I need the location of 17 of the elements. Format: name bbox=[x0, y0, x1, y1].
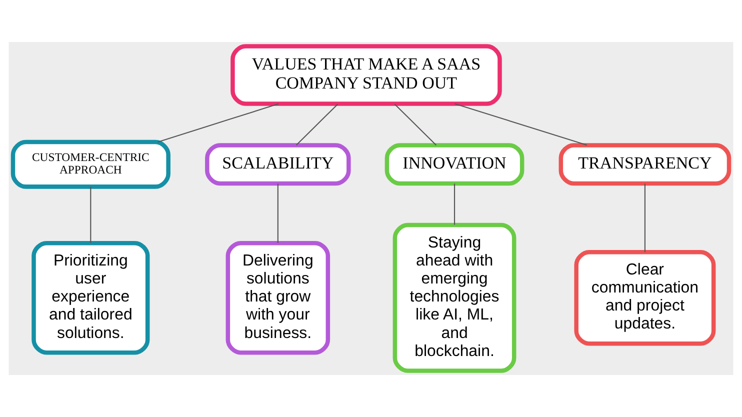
connector bbox=[158, 103, 279, 142]
node-box: SCALABILITY bbox=[205, 143, 351, 186]
connector bbox=[296, 104, 338, 146]
connector bbox=[454, 184, 456, 225]
node-box: VALUES THAT MAKE A SAAS COMPANY STAND OUT bbox=[230, 44, 502, 106]
connector bbox=[277, 184, 278, 243]
node-box: TRANSPARENCY bbox=[558, 143, 732, 186]
node-box: CUSTOMER-CENTRIC APPROACH bbox=[10, 140, 170, 189]
connector bbox=[644, 184, 646, 252]
node-box: INNOVATION bbox=[384, 143, 524, 186]
connector bbox=[454, 103, 588, 146]
node-box: Clear communication and project updates. bbox=[574, 250, 716, 346]
connector bbox=[90, 186, 92, 243]
node-box: Staying ahead with emerging technologies like AI, ML, and blockchain. bbox=[392, 222, 516, 373]
node-box: Prioritizing user experience and tailored solutions. bbox=[32, 240, 150, 355]
node-box: Delivering solutions that grow with your business. bbox=[226, 240, 330, 355]
connector bbox=[394, 104, 437, 146]
